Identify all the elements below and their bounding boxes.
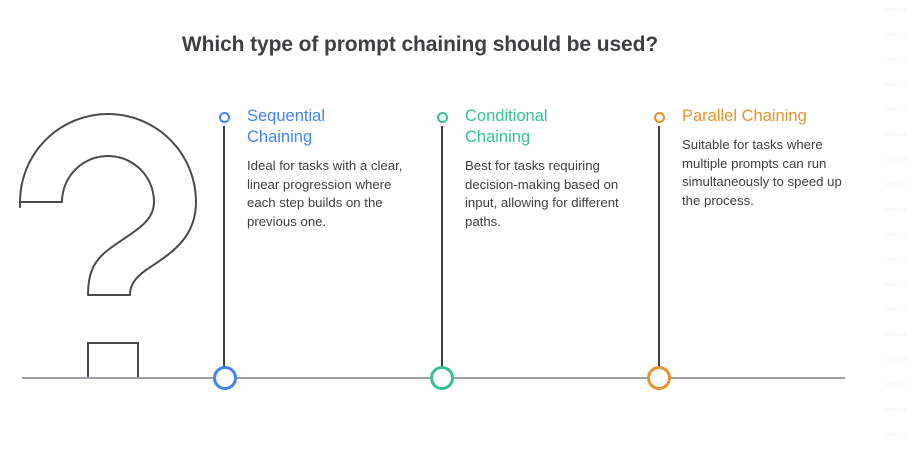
marker-dot-icon (654, 112, 665, 123)
connector-line (658, 126, 660, 378)
timeline-node-parallel[interactable] (647, 366, 671, 390)
marker-dot-icon (437, 112, 448, 123)
milestone-heading: Sequential Chaining (247, 107, 325, 146)
milestone-body: Conditional Chaining Best for tasks requ… (465, 106, 633, 231)
edge-tick (885, 233, 907, 236)
milestone-heading: Parallel Chaining (682, 107, 807, 125)
milestone-description: Suitable for tasks where multiple prompt… (682, 137, 842, 208)
milestone-description: Best for tasks requiring decision-making… (465, 158, 619, 229)
edge-tick (885, 58, 907, 61)
edge-tick (885, 433, 907, 436)
milestone-body: Parallel Chaining Suitable for tasks whe… (682, 106, 857, 210)
edge-tick (885, 108, 907, 111)
edge-tick (885, 333, 907, 336)
timeline-node-sequential[interactable] (213, 366, 237, 390)
edge-tick (885, 258, 907, 261)
marker-dot-icon (219, 112, 230, 123)
milestone-body: Sequential Chaining Ideal for tasks with… (247, 106, 415, 231)
timeline-node-conditional[interactable] (430, 366, 454, 390)
edge-tick (885, 408, 907, 411)
edge-watermark-pattern (882, 0, 910, 457)
edge-tick (885, 308, 907, 311)
edge-tick (885, 158, 907, 161)
question-mark-icon (8, 100, 218, 385)
edge-tick (885, 133, 907, 136)
edge-tick (885, 8, 907, 11)
connector-line (223, 126, 225, 378)
edge-tick (885, 383, 907, 386)
edge-tick (885, 208, 907, 211)
connector-line (441, 126, 443, 378)
edge-tick (885, 183, 907, 186)
page-title: Which type of prompt chaining should be … (181, 33, 659, 56)
edge-tick (885, 33, 907, 36)
edge-tick (885, 358, 907, 361)
milestone-heading: Conditional Chaining (465, 107, 548, 146)
milestone-description: Ideal for tasks with a clear, linear pro… (247, 158, 403, 229)
edge-tick (885, 83, 907, 86)
edge-tick (885, 283, 907, 286)
